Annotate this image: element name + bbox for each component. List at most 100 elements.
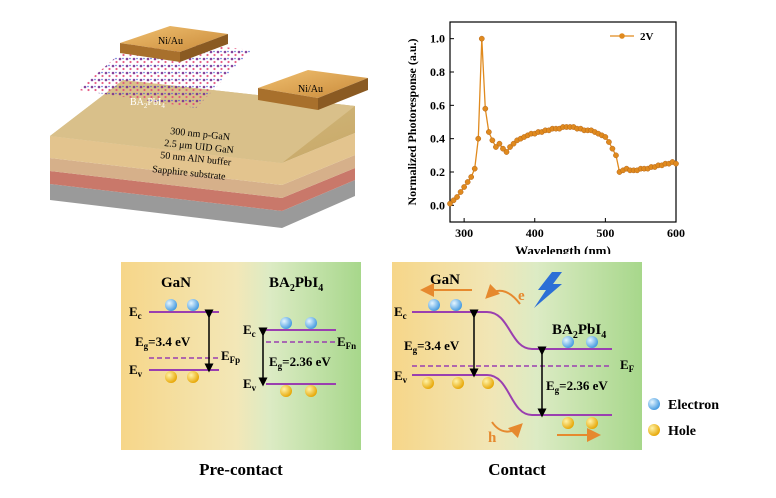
band-diagram-contact: GaN BA2PbI4 e h Ec Ev Eg=3.4 eV Eg=2.36 … — [392, 262, 642, 450]
aln-layer — [50, 168, 355, 211]
data-point — [461, 184, 467, 190]
x-tick-label: 600 — [667, 226, 685, 240]
electron — [428, 299, 440, 311]
hole — [422, 377, 434, 389]
contact-gan-eg-label: Eg=3.4 eV — [404, 338, 460, 355]
gan-efp-label: EFp — [221, 348, 240, 365]
contact-conduction-band — [412, 311, 612, 350]
gan-eg-label: Eg=3.4 eV — [135, 334, 191, 351]
x-axis-label: Wavelength (nm) — [515, 243, 611, 254]
uid-gan-layer — [50, 155, 355, 198]
data-point — [606, 139, 612, 145]
contact-ef-label: EF — [620, 357, 635, 374]
legend-marker — [619, 33, 625, 39]
electron-symbol: e — [518, 288, 525, 304]
electron — [586, 336, 598, 348]
y-tick-label: 0.2 — [430, 165, 445, 179]
data-point — [609, 145, 616, 152]
ba-ev-label: Ev — [243, 376, 257, 393]
y-tick-label: 0.4 — [430, 132, 445, 146]
data-point — [503, 149, 510, 155]
precontact-caption: Pre-contact — [199, 460, 283, 479]
data-point — [464, 179, 471, 185]
data-point — [471, 165, 478, 172]
contact-valence-band — [412, 374, 612, 416]
legend-hole-icon — [648, 424, 660, 436]
data-point — [457, 189, 464, 195]
ba-efn-label: EFn — [337, 334, 356, 351]
contact-ec-label: Ec — [394, 304, 407, 321]
data-point — [510, 140, 517, 147]
precontact-gan-label: GaN — [161, 275, 191, 291]
ba-ec-label: Ec — [243, 322, 256, 339]
electron — [280, 317, 292, 329]
contact-ba-eg-label: Eg=2.36 eV — [546, 378, 608, 395]
data-point — [447, 200, 453, 207]
legend-electron-label: Electron — [668, 398, 719, 413]
sapphire-layer — [50, 180, 355, 228]
data-point — [450, 197, 457, 204]
electron — [305, 317, 317, 329]
hole-transfer-arrow — [491, 421, 523, 439]
contact-caption: Contact — [488, 460, 546, 479]
pgan-side-layer — [50, 133, 355, 185]
contact-gan-label: GaN — [430, 272, 460, 288]
y-tick-label: 1.0 — [430, 32, 445, 46]
data-point — [489, 137, 496, 144]
hole — [305, 385, 317, 397]
hole-symbol: h — [488, 430, 497, 446]
x-tick-label: 400 — [526, 226, 544, 240]
data-point — [485, 129, 492, 135]
precontact-background — [121, 262, 361, 450]
carrier-legend: Electron Hole — [648, 398, 719, 439]
data-point — [482, 105, 489, 112]
hole — [562, 417, 574, 429]
electron-transfer-arrow — [485, 283, 521, 305]
legend-label: 2V — [640, 31, 654, 43]
electron — [450, 299, 462, 311]
data-point — [613, 152, 619, 159]
contact-label-top: Ni/Au — [158, 36, 183, 47]
electron — [562, 336, 574, 348]
data-point — [496, 140, 503, 147]
x-tick-label: 500 — [596, 226, 614, 240]
y-axis-label: Normalized Photoresponse (a.u.) — [405, 38, 419, 205]
band-diagram-precontact: GaN BA2PbI4 Ec Ev Eg=3.4 eV EFp Ec Ev Eg… — [121, 262, 361, 450]
x-tick-label: 300 — [455, 226, 473, 240]
hole — [482, 377, 494, 389]
perovskite-label: BA2PbI4 — [130, 97, 165, 110]
legend-electron-icon — [648, 398, 660, 410]
data-point — [602, 134, 609, 140]
data-point — [500, 145, 506, 152]
gan-ev-label: Ev — [129, 362, 143, 379]
plot-frame — [449, 21, 677, 223]
data-point — [454, 194, 460, 200]
gan-ec-label: Ec — [129, 304, 142, 321]
data-point — [673, 160, 679, 167]
data-point — [475, 135, 482, 142]
y-tick-label: 0.6 — [430, 98, 445, 112]
data-point — [507, 144, 513, 150]
hole — [280, 385, 292, 397]
electron — [187, 299, 199, 311]
contact-ba-label: BA2PbI4 — [552, 322, 606, 341]
electron — [165, 299, 177, 311]
hole — [187, 371, 199, 383]
contact-label-bottom: Ni/Au — [298, 84, 323, 95]
y-tick-label: 0.8 — [430, 65, 445, 79]
perovskite-film — [78, 38, 252, 108]
data-point — [493, 144, 499, 150]
y-tick-label: 0.0 — [430, 198, 445, 212]
hole — [452, 377, 464, 389]
hole — [586, 417, 598, 429]
ba-eg-label: Eg=2.36 eV — [269, 354, 331, 371]
legend-hole-label: Hole — [668, 424, 696, 439]
precontact-ba-label: BA2PbI4 — [269, 275, 323, 294]
device-schematic: Ni/Au Ni/Au BA2PbI4 300 nm p-GaN 2.5 μm … — [50, 26, 368, 228]
data-point — [478, 35, 485, 42]
photoresponse-chart: 300 400 500 600 0.0 0.2 0.4 0.6 0.8 1.0Wavelength… — [405, 21, 685, 254]
contact-ev-label: Ev — [394, 368, 408, 385]
light-bolt-icon — [534, 272, 562, 308]
data-point — [468, 174, 475, 180]
hole — [165, 371, 177, 383]
